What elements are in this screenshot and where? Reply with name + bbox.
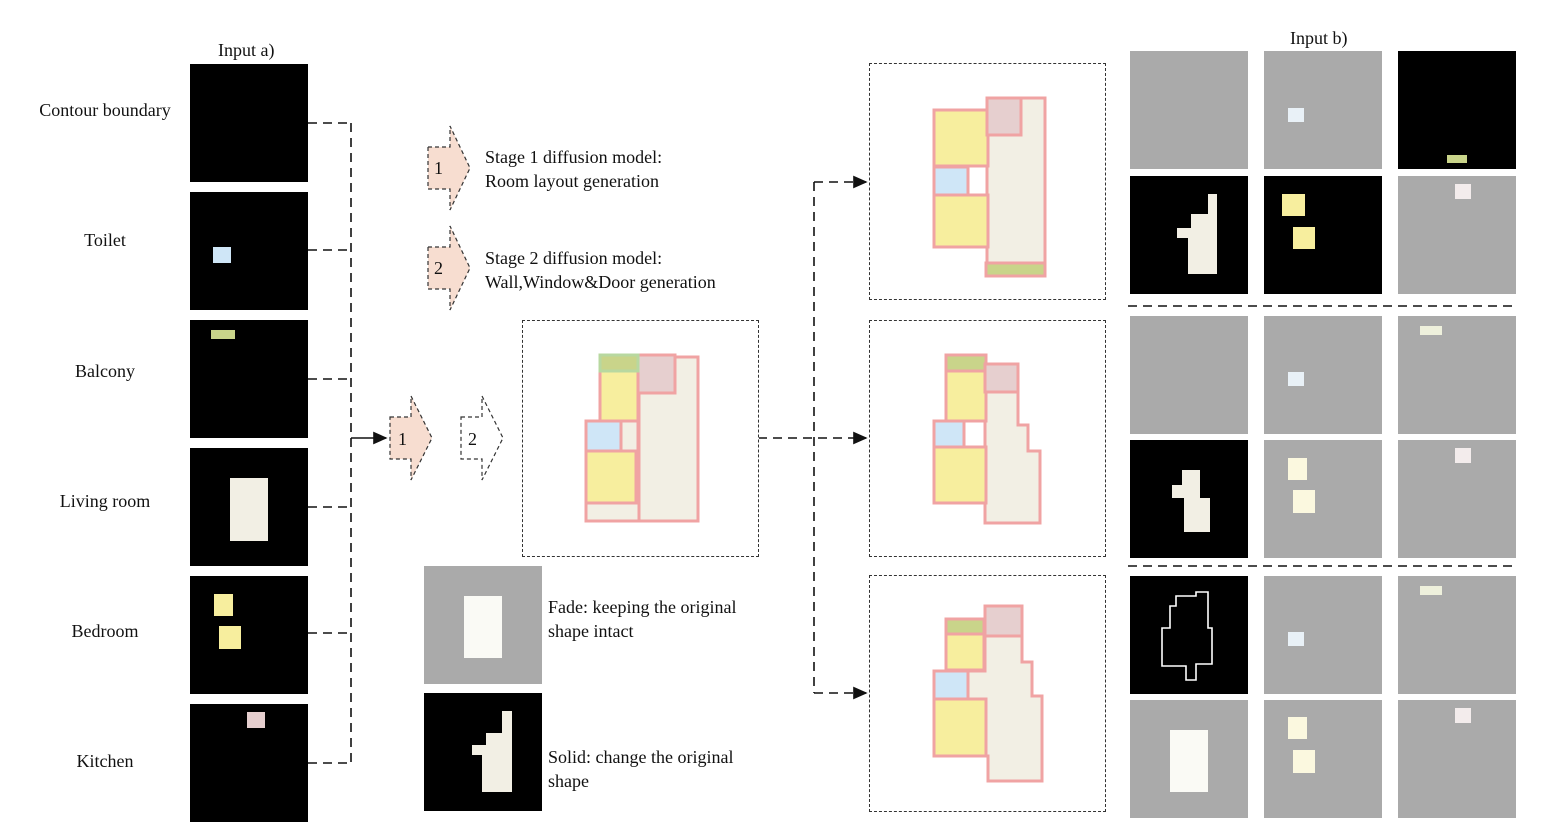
- flow-arrow-2-number: 2: [468, 429, 477, 449]
- living-room-block: [230, 478, 268, 541]
- bedroom-block-1: [1282, 194, 1305, 216]
- output-floorplan-1: [869, 63, 1106, 300]
- input-b-g3-balcony: [1398, 576, 1516, 694]
- solid-line1: Solid: change the original: [548, 747, 734, 767]
- fade-line1: Fade: keeping the original: [548, 597, 737, 617]
- label-toilet: Toilet: [84, 230, 126, 250]
- input-b-g2-living: [1130, 440, 1248, 558]
- input-b-g3-living: [1130, 700, 1248, 818]
- stage2-arrow-shape: [427, 225, 471, 311]
- input-b-g1-living: [1130, 176, 1248, 294]
- input-b-g2-contour: [1130, 316, 1248, 434]
- solid-line2: shape: [548, 771, 589, 791]
- stage1-line1: Stage 1 diffusion model:: [485, 147, 663, 167]
- bedroom-block-2: [219, 626, 241, 649]
- kitchen-block: [247, 712, 265, 728]
- kitchen-mask: [190, 704, 308, 822]
- balcony-block: [211, 330, 235, 339]
- kitchen-block: [1455, 184, 1471, 199]
- input-b-title: Input b): [1290, 28, 1348, 48]
- stage1-number: 1: [434, 158, 443, 178]
- input-b-g1-bedroom: [1264, 176, 1382, 294]
- input-b-g3-contour: [1130, 576, 1248, 694]
- fade-example-block: [464, 596, 502, 658]
- contour-boundary-mask: [190, 64, 308, 182]
- toilet-mask: [190, 192, 308, 310]
- toilet-block: [1288, 372, 1304, 386]
- input-b-g3-toilet: [1264, 576, 1382, 694]
- toilet-block: [1288, 108, 1304, 122]
- stage2-line2: Wall,Window&Door generation: [485, 272, 716, 292]
- stage2-line1: Stage 2 diffusion model:: [485, 248, 663, 268]
- label-bedroom: Bedroom: [71, 621, 139, 641]
- bedroom-block-2: [1293, 490, 1315, 513]
- balcony-block: [1447, 155, 1467, 163]
- input-b-g2-balcony: [1398, 316, 1516, 434]
- solid-example: [424, 693, 542, 811]
- input-a-title: Input a): [218, 40, 275, 60]
- label-contour-boundary: Contour boundary: [39, 100, 171, 120]
- toilet-block: [213, 247, 231, 263]
- flow-arrow-1-shape: [389, 395, 433, 481]
- balcony-block: [1420, 586, 1442, 595]
- bedroom-block-1: [1288, 458, 1307, 480]
- input-b-g3-bedroom: [1264, 700, 1382, 818]
- bedroom-block-1: [214, 594, 233, 616]
- fade-example: [424, 566, 542, 684]
- input-b-g2-bedroom: [1264, 440, 1382, 558]
- output-floorplan-3: [869, 575, 1106, 812]
- output-floorplan-2: [869, 320, 1106, 557]
- bedroom-mask: [190, 576, 308, 694]
- input-b-g2-kitchen: [1398, 440, 1516, 558]
- generated-floorplan-main: [522, 320, 759, 557]
- living-room-block: [1170, 730, 1208, 792]
- living-room-mask: [190, 448, 308, 566]
- kitchen-block: [1455, 708, 1471, 723]
- input-b-g1-balcony: [1398, 51, 1516, 169]
- label-kitchen: Kitchen: [76, 751, 134, 771]
- stage1-line2: Room layout generation: [485, 171, 659, 191]
- stage2-number: 2: [434, 258, 443, 278]
- input-b-g1-toilet: [1264, 51, 1382, 169]
- fade-line2: shape intact: [548, 621, 634, 641]
- bedroom-block-1: [1288, 717, 1307, 739]
- input-b-g2-toilet: [1264, 316, 1382, 434]
- label-balcony: Balcony: [75, 361, 135, 381]
- input-b-g3-kitchen: [1398, 700, 1516, 818]
- balcony-block: [1420, 326, 1442, 335]
- input-b-g1-contour: [1130, 51, 1248, 169]
- bedroom-block-2: [1293, 227, 1315, 249]
- flow-arrow-2-shape: [460, 395, 504, 481]
- kitchen-block: [1455, 448, 1471, 463]
- flow-arrow-1-number: 1: [398, 429, 407, 449]
- bedroom-block-2: [1293, 750, 1315, 773]
- stage1-arrow-shape: [427, 125, 471, 211]
- label-living-room: Living room: [59, 491, 151, 511]
- input-b-g1-kitchen: [1398, 176, 1516, 294]
- toilet-block: [1288, 632, 1304, 646]
- balcony-mask: [190, 320, 308, 438]
